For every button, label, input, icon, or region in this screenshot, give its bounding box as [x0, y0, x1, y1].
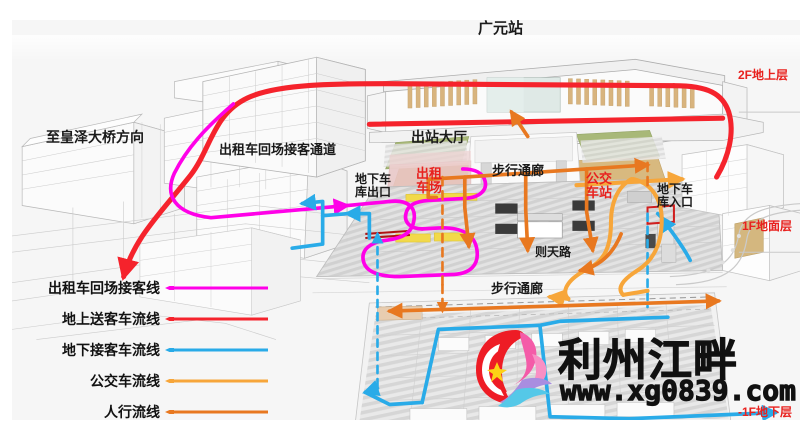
legend-swatch-bus	[165, 379, 268, 383]
label-taxi-yard-line2: 车场	[416, 179, 443, 195]
label-to-huangze-bridge: 至皇泽大桥方向	[46, 129, 144, 145]
legend-label-bus: 公交车流线	[90, 373, 160, 389]
label-garage-exit-line1: 地下车	[355, 172, 392, 186]
flow-ground-dropoff-red	[117, 81, 734, 281]
label-bus-station-line1: 公交	[586, 171, 613, 186]
legend-row-taxi-return: 出租车回场接客线	[26, 275, 276, 306]
label-bus-station: 公交 车站	[586, 172, 612, 199]
label-pedestrian-corridor-b1: 步行通廊	[491, 281, 544, 296]
label-arrival-hall: 出站大厅	[411, 129, 467, 145]
legend-label-underground-pickup: 地下接客车流线	[62, 342, 160, 358]
label-taxi-yard-line1: 出租	[416, 166, 443, 181]
level-label-b1: -1F地下层	[738, 405, 793, 419]
legend-swatch-taxi-return	[165, 286, 268, 290]
legend-label-ground-dropoff: 地上送客车流线	[62, 311, 160, 327]
label-bus-station-line2: 车站	[586, 184, 613, 200]
level-tick-marks	[738, 111, 800, 253]
label-garage-entrance: 地下车 库入口	[657, 183, 693, 208]
watermark-site-name: 利州江畔	[558, 335, 738, 387]
watermark-url: www.xg0839.com	[559, 373, 797, 407]
flow-bus-orange	[546, 171, 686, 308]
label-taxi-yard: 出租 车场	[416, 167, 442, 194]
label-garage-exit: 地下车 库出口	[355, 173, 391, 198]
legend-row-underground-pickup: 地下接客车流线	[26, 337, 276, 368]
legend-swatch-ground-dropoff	[165, 317, 268, 321]
legend-swatch-underground-pickup	[165, 348, 268, 352]
level-label-1f: 1F地面层	[742, 219, 793, 233]
diagram-plate: 广元站 至皇泽大桥方向 出租车回场接客通道 出站大厅 地下车 库出口 出租 车场…	[12, 20, 800, 420]
watermark: 利州江畔 www.xg0839.com	[470, 320, 800, 412]
legend: 出租车回场接客线 地上送客车流线 地下接客车流线	[26, 275, 276, 420]
label-garage-exit-line2: 库出口	[355, 184, 392, 199]
legend-label-taxi-return: 出租车回场接客线	[48, 280, 160, 296]
legend-row-pedestrian: 人行流线	[26, 399, 276, 420]
circulation-flow-lines	[117, 81, 779, 420]
site-logo-icon	[476, 330, 552, 408]
flow-pedestrian-orange	[386, 109, 722, 319]
legend-label-pedestrian: 人行流线	[104, 404, 160, 420]
label-garage-entrance-line1: 地下车	[657, 182, 694, 196]
level-label-2f: 2F地上层	[738, 68, 789, 82]
label-taxi-return-lane: 出租车回场接客通道	[219, 142, 337, 157]
label-station: 广元站	[478, 20, 524, 37]
label-garage-entrance-line2: 库入口	[657, 194, 694, 209]
legend-swatch-pedestrian	[165, 410, 268, 414]
legend-row-ground-dropoff: 地上送客车流线	[26, 306, 276, 337]
legend-row-bus: 公交车流线	[26, 368, 276, 399]
label-zetian-road: 则天路	[535, 245, 572, 259]
label-pedestrian-corridor-1f: 步行通廊	[492, 163, 545, 178]
